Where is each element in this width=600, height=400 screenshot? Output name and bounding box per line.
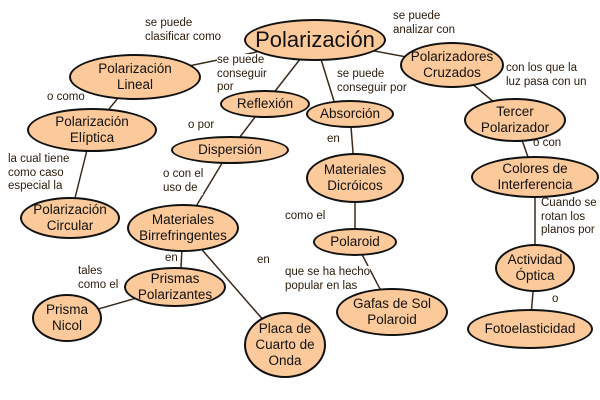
node-colores-interferencia: Colores de Interferencia	[471, 156, 599, 198]
link-label-en-dicroicos: en	[327, 133, 340, 147]
link-label-conseguir: se puede conseguir por	[217, 54, 267, 95]
node-materiales-dicroicos: Materiales Dicróicos	[306, 153, 404, 203]
node-dispersion: Dispersión	[171, 136, 289, 164]
node-prisma-nicol: Prisma Nicol	[32, 294, 102, 342]
node-polarizacion-circular: Polarización Circular	[20, 197, 120, 239]
link-label-o: o	[552, 293, 559, 307]
node-prismas-polarizantes: Prismas Polarizantes	[124, 267, 226, 307]
node-tercer-polarizador: Tercer Polarizador	[464, 98, 566, 142]
link-label-luz-pasa: con los que la luz pasa con un	[506, 62, 587, 89]
node-polaroid: Polaroid	[313, 228, 397, 256]
node-reflexion: Reflexión	[220, 90, 310, 118]
node-polarizacion: Polarización	[244, 19, 386, 61]
node-polarizacion-eliptica: Polarización Elíptica	[27, 108, 157, 152]
link-label-caso-especial: la cual tiene como caso especial la	[8, 153, 70, 194]
link-label-conseguir-por: se puede conseguir por	[337, 68, 407, 95]
link-label-o-con: o con	[533, 137, 562, 151]
node-actividad-optica: Actividad Óptica	[495, 244, 575, 292]
link-label-o-con-el: o con el uso de	[163, 168, 204, 195]
node-placa-cuarto-onda: Placa de Cuarto de Onda	[244, 312, 326, 378]
node-polarizacion-lineal: Polarización Lineal	[69, 54, 201, 100]
link-label-como-el: como el	[285, 210, 326, 224]
node-materiales-birrefringentes: Materiales Birrefringentes	[127, 204, 239, 252]
link-label-tales-como: tales como el	[78, 265, 119, 292]
link-label-o-por: o por	[188, 119, 215, 133]
link-label-analizar: se puede analizar con	[393, 10, 456, 37]
link-label-o-como: o como	[47, 91, 85, 105]
link-label-popular: que se ha hecho popular en las	[285, 266, 371, 293]
node-fotoelasticidad: Fotoelasticidad	[467, 309, 593, 349]
node-absorcion: Absorción	[306, 100, 394, 128]
link-label-clasificar: se puede clasificar como	[145, 17, 222, 44]
link-label-en-prismas: en	[165, 252, 178, 266]
node-polarizadores-cruzados: Polarizadores Cruzados	[400, 42, 504, 88]
node-gafas-sol-polaroid: Gafas de Sol Polaroid	[336, 288, 448, 336]
link-label-cuando-rotan: Cuando se rotan los planos por	[541, 197, 597, 238]
link-label-en-placa: en	[257, 254, 270, 268]
